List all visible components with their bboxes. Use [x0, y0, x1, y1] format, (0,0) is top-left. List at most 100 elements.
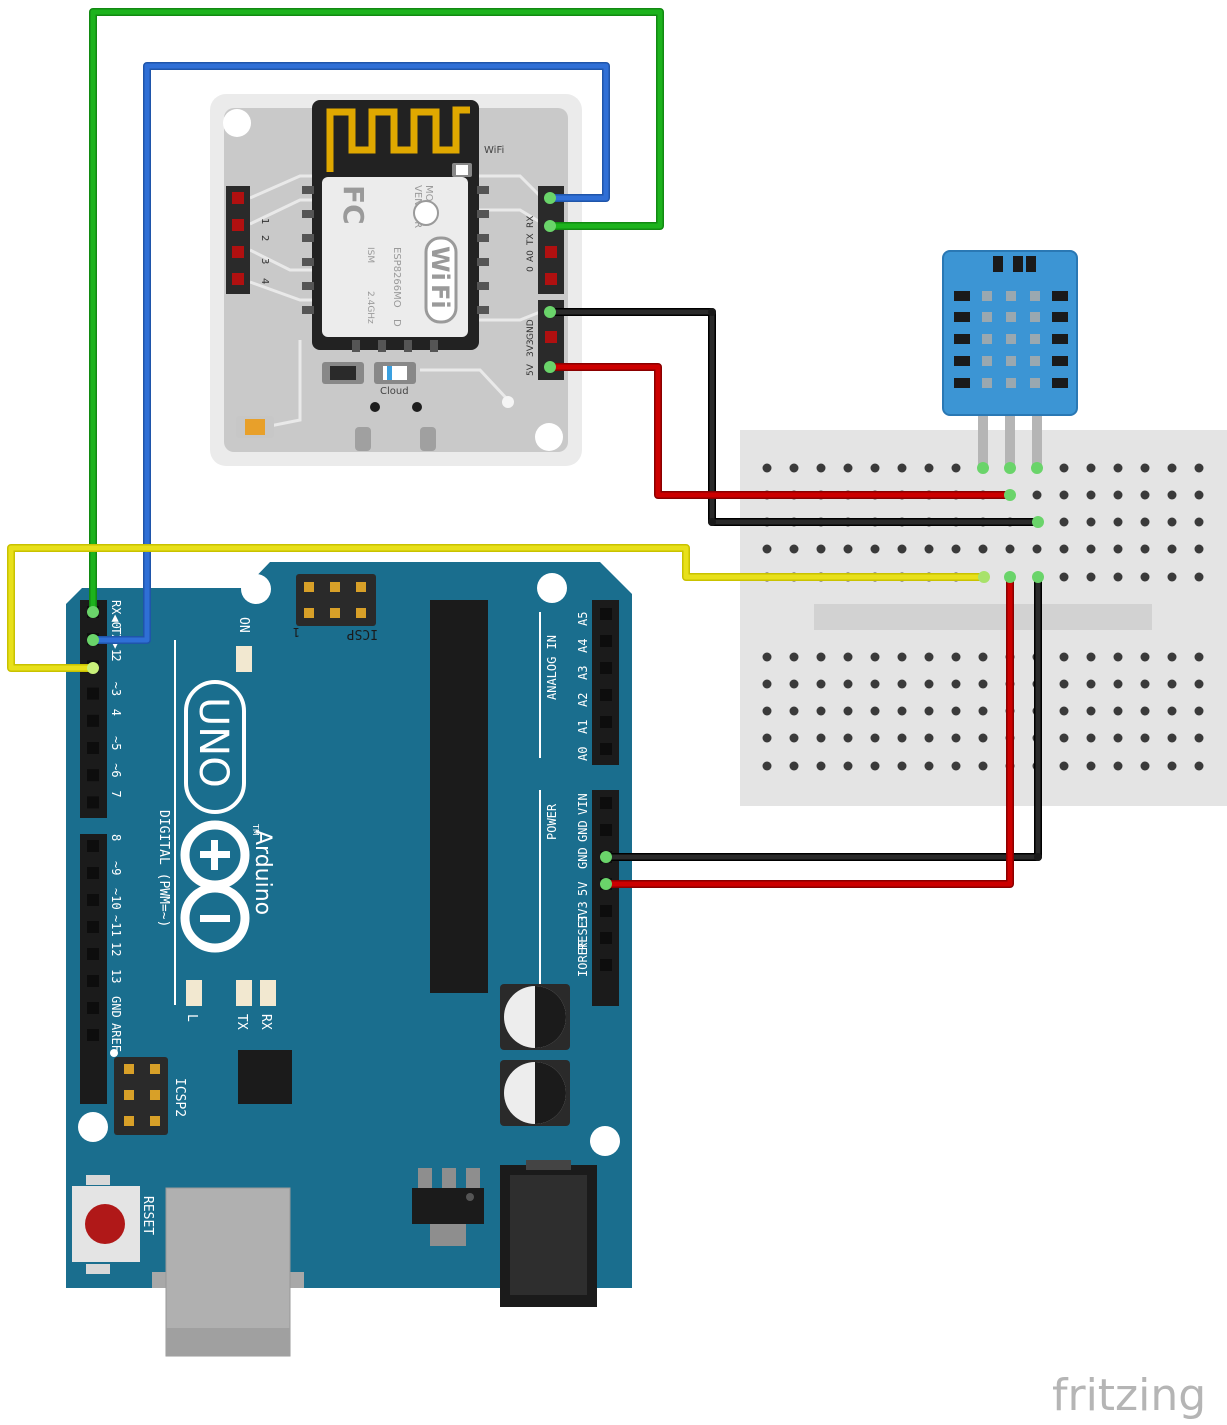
- esp8266-module: MODEL VENDOR ESP8266MO ISM 2.4GHz D FC W…: [210, 94, 582, 466]
- analog-pin-socket: [600, 635, 612, 647]
- breadboard-hole: [843, 463, 853, 473]
- power-pin-label: VIN: [576, 793, 590, 815]
- breadboard-hole: [789, 544, 799, 554]
- digital-label: DIGITAL (PWM=~): [156, 810, 171, 927]
- breadboard-hole: [978, 652, 988, 662]
- analog-header: [592, 600, 619, 765]
- breadboard-hole: [1167, 652, 1177, 662]
- sensor-vent: [1052, 312, 1068, 322]
- breadboard-hole: [1059, 761, 1069, 771]
- breadboard-hole: [789, 463, 799, 473]
- digital-pin-label: RX◀0: [109, 600, 123, 629]
- breadboard-hole: [924, 706, 934, 716]
- fc-logo: FC: [337, 185, 370, 225]
- digital-pin-socket: [87, 894, 99, 906]
- breadboard-hole: [951, 463, 961, 473]
- breadboard-hole: [762, 679, 772, 689]
- wire-green: [89, 8, 664, 616]
- breadboard-hole: [1167, 733, 1177, 743]
- fritzing-watermark: fritzing: [1052, 1370, 1206, 1421]
- digital-pin-socket: [87, 769, 99, 782]
- breadboard-hole: [1059, 490, 1069, 500]
- ai-logo-icon: [413, 200, 439, 226]
- breadboard-hole: [951, 679, 961, 689]
- breadboard-hole: [1113, 544, 1123, 554]
- power-pin-label: GND: [576, 820, 590, 842]
- digital-pin-socket: [87, 840, 99, 852]
- breadboard-hole: [897, 652, 907, 662]
- breadboard-hole: [789, 733, 799, 743]
- breadboard-hole: [978, 706, 988, 716]
- atmega-chip: [430, 600, 488, 993]
- breadboard-hole: [843, 706, 853, 716]
- breadboard-hole: [1086, 517, 1096, 527]
- reset-button[interactable]: [72, 1175, 140, 1274]
- breadboard-hole: [951, 706, 961, 716]
- usb-port: [152, 1187, 304, 1357]
- digital-pin-label: ~5: [109, 736, 123, 750]
- rx-led-label: RX: [258, 1014, 273, 1030]
- breadboard-hole: [951, 761, 961, 771]
- digital-pin-label: ~9: [109, 861, 123, 875]
- wifi-led-label: WiFi: [484, 145, 504, 156]
- digital-pin-label: ~11: [109, 915, 123, 937]
- breadboard-hole: [1059, 706, 1069, 716]
- esp-pin-label-rx: RX: [526, 216, 536, 228]
- arduino-infinity-logo: [180, 820, 250, 953]
- digital-pin-label: 4: [109, 709, 123, 716]
- breadboard-hole: [897, 733, 907, 743]
- breadboard-hole: [1140, 490, 1150, 500]
- breadboard-hole: [870, 463, 880, 473]
- breadboard-hole: [1059, 679, 1069, 689]
- sensor-vent: [954, 356, 970, 366]
- breadboard-hole: [897, 761, 907, 771]
- sensor-vent: [982, 334, 992, 344]
- breadboard-hole: [1113, 463, 1123, 473]
- wire-black-esp: [546, 308, 1042, 526]
- uno-logo-outline: [184, 680, 246, 814]
- power-label: POWER: [545, 803, 559, 840]
- breadboard-hole: [1140, 572, 1150, 582]
- breadboard-hole: [1167, 490, 1177, 500]
- digital-pin-label: 12: [109, 942, 123, 956]
- breadboard-hole: [978, 761, 988, 771]
- reset-label: RESET: [140, 1196, 155, 1235]
- power-pin-label: 5V: [576, 882, 590, 896]
- sensor-vent: [982, 291, 992, 301]
- mounting-hole: [537, 573, 567, 603]
- digital-pin-socket: [87, 796, 99, 809]
- mounting-hole: [241, 574, 271, 604]
- usb-chip: [238, 1050, 292, 1104]
- esp-pin-label-gnd: GND: [526, 319, 536, 340]
- sensor-leg: [1032, 410, 1042, 468]
- icsp2-label: ICSP2: [172, 1078, 187, 1117]
- breadboard-hole: [843, 652, 853, 662]
- cloud-led-label: Cloud: [380, 386, 409, 397]
- mounting-hole: [223, 109, 251, 137]
- digital-pin-socket: [87, 948, 99, 960]
- power-pin-socket: [600, 959, 612, 971]
- breadboard-hole: [1059, 733, 1069, 743]
- sensor-body: [942, 250, 1078, 416]
- analog-pin-label: A2: [576, 693, 590, 707]
- breadboard-hole: [1086, 679, 1096, 689]
- digital-pin-socket: [87, 975, 99, 987]
- breadboard-hole: [924, 733, 934, 743]
- digital-pin-label: 2: [109, 654, 123, 661]
- analog-pin-socket: [600, 743, 612, 755]
- icsp-header: [296, 574, 376, 626]
- breadboard-hole: [1194, 652, 1204, 662]
- sensor-vent: [954, 312, 970, 322]
- esp-pin-label: 4: [259, 278, 270, 284]
- breadboard-hole: [843, 761, 853, 771]
- breadboard-hole: [897, 544, 907, 554]
- breadboard-hole: [1140, 517, 1150, 527]
- sensor-vent: [1052, 378, 1068, 388]
- breadboard-hole: [1086, 490, 1096, 500]
- breadboard-hole: [1086, 572, 1096, 582]
- breadboard-hole: [762, 706, 772, 716]
- breadboard-hole: [870, 544, 880, 554]
- wifi-logo: Wi Fi: [424, 236, 458, 324]
